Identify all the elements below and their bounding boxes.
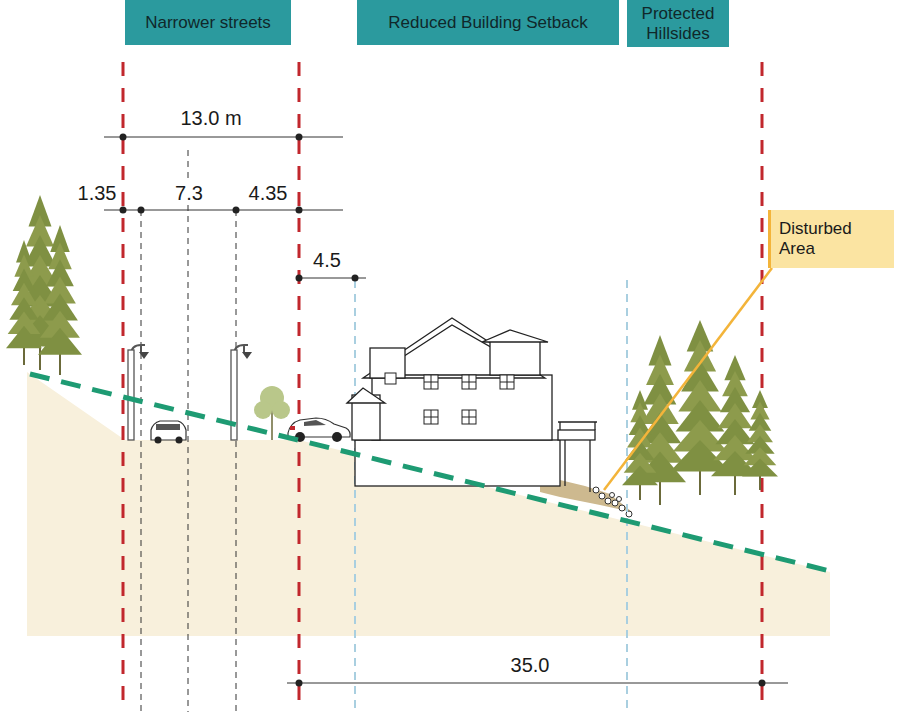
tree-foliage: [622, 465, 658, 485]
house: [347, 318, 597, 492]
ground: [27, 372, 830, 636]
dimension-label: 13.0 m: [178, 107, 243, 129]
dimension-label: 7.3: [173, 182, 205, 204]
dimension-label: 4.35: [247, 182, 290, 204]
shrub: [254, 401, 272, 419]
shrub: [272, 401, 290, 419]
node-text: Narrower streets: [133, 13, 283, 33]
dimension-label: 35.0: [509, 654, 552, 676]
zone-header: Reduced Building Setback: [357, 0, 619, 45]
zone-boundary: [123, 62, 762, 712]
dimension-dot: [120, 134, 766, 687]
lane-line: [141, 150, 236, 712]
leader-line: [604, 268, 772, 490]
dimension-line: [104, 137, 788, 683]
setback-line: [355, 280, 627, 712]
tree-foliage: [38, 328, 82, 355]
callout-box: Disturbed Area: [768, 210, 894, 268]
lamp-head: [139, 352, 252, 359]
tree-foliage: [6, 326, 42, 349]
zone-header: Narrower streets: [125, 0, 291, 45]
node-text: Protected Hillsides: [635, 4, 721, 43]
node-text: Disturbed Area: [779, 219, 886, 258]
dimension-label: 1.35: [76, 182, 119, 204]
dimension-label: 4.5: [311, 249, 343, 271]
zone-header: Protected Hillsides: [627, 0, 729, 47]
trees: [6, 195, 778, 505]
original-grade: [30, 374, 830, 571]
tree-foliage: [742, 459, 778, 477]
window: [385, 373, 514, 424]
node-text: Reduced Building Setback: [365, 13, 611, 33]
